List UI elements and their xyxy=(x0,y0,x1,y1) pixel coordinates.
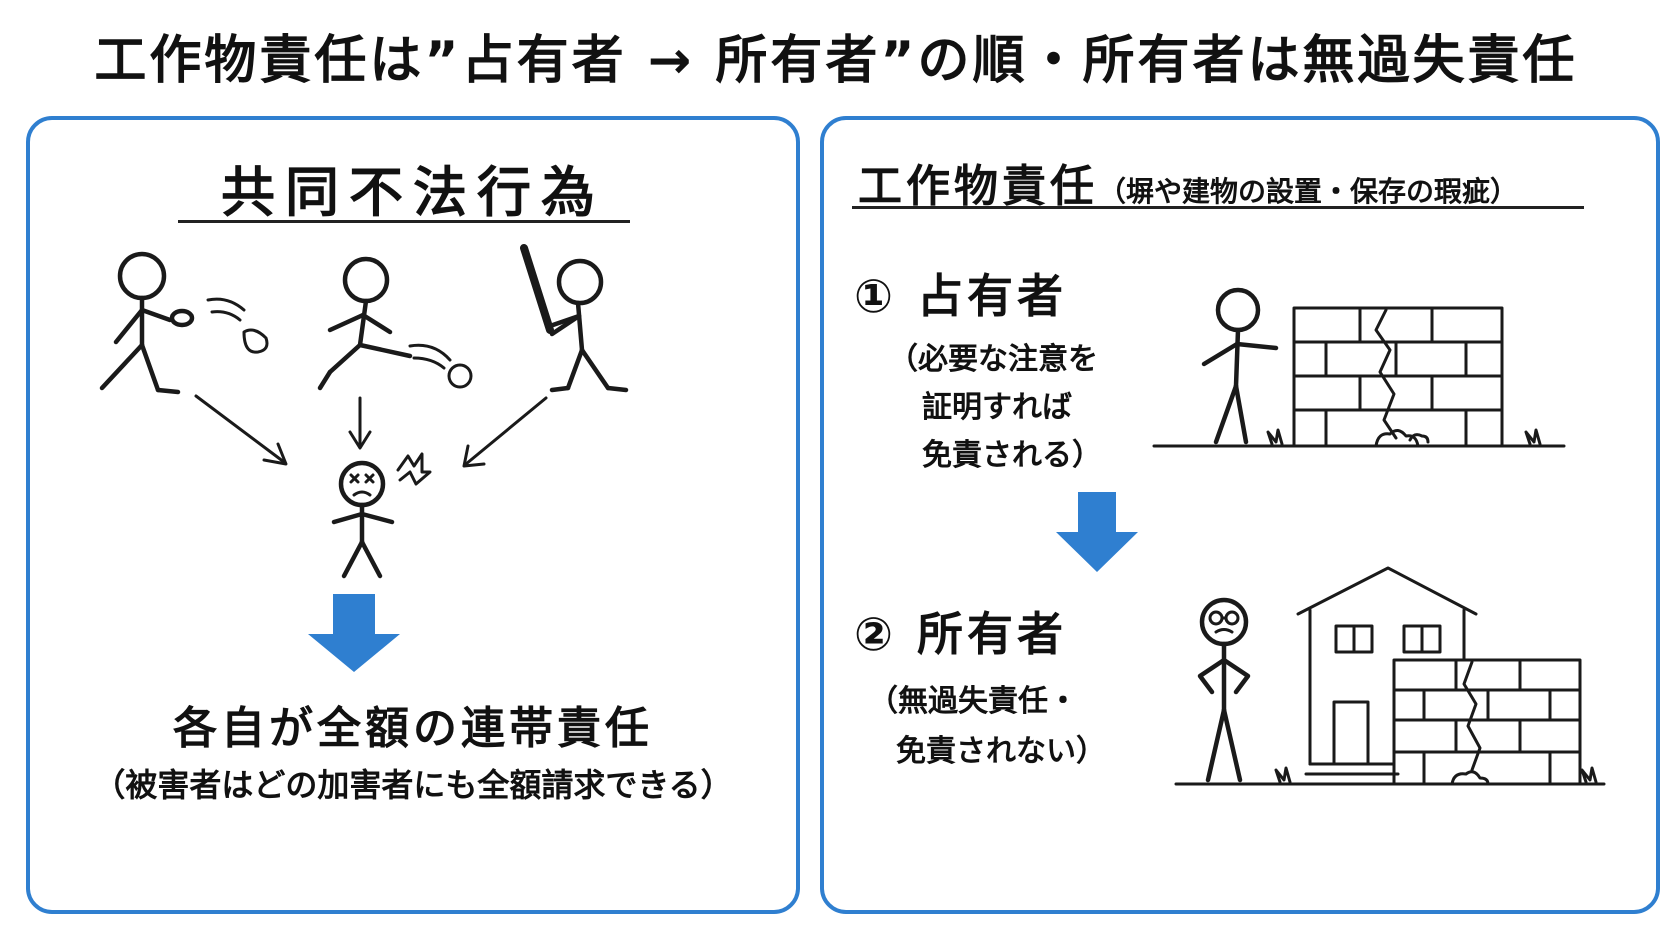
thrower-figure xyxy=(99,251,195,395)
joint-tort-heading: 共同不法行為 xyxy=(221,161,605,224)
victim-figure xyxy=(331,460,395,579)
kicker-figure xyxy=(317,256,413,391)
kicked-ball xyxy=(408,343,473,389)
joint-tort-panel: 共同不法行為 xyxy=(26,116,800,914)
page-title: 工作物責任は”占有者 → 所有者”の順・所有者は無過失責任 xyxy=(94,31,1578,91)
step1-note-line-3: 免責される） xyxy=(922,438,1102,473)
house-icon xyxy=(1296,566,1478,776)
joint-tort-result-note: （被害者はどの加害者にも全額請求できる） xyxy=(93,766,733,804)
result-down-arrow xyxy=(308,594,400,672)
structure-liability-heading: 工作物責任（塀や建物の設置・保存の瑕疵） xyxy=(858,150,1518,214)
step1-label: ① 占有者 xyxy=(854,269,1067,323)
occupant-figure xyxy=(1201,287,1279,445)
baseball-bat xyxy=(520,244,554,334)
arrow-from-thrower xyxy=(194,394,288,466)
impact-burst-icon xyxy=(396,452,432,486)
batter-figure xyxy=(547,258,629,393)
joint-tort-result: 各自が全額の連帯責任 xyxy=(173,703,653,754)
step1-note-line-2: 証明すれば xyxy=(922,390,1072,425)
owner-glasses-icon xyxy=(1208,610,1240,634)
grass-tuft-1 xyxy=(1266,428,1542,446)
step1-note-line-1: （必要な注意を xyxy=(888,342,1098,377)
step2-label: ② 所有者 xyxy=(854,607,1067,661)
structure-liability-heading-main: 工作物責任 xyxy=(858,161,1098,212)
grass-tuft-2 xyxy=(1274,766,1598,784)
occupant-to-owner-arrow xyxy=(1056,492,1138,572)
joint-tort-illustration xyxy=(99,244,629,672)
thrown-stone xyxy=(206,297,269,354)
victim-x-eyes xyxy=(349,473,375,497)
arrow-from-batter xyxy=(462,396,548,468)
structure-liability-heading-sub: （塀や建物の設置・保存の瑕疵） xyxy=(1098,175,1519,208)
structure-liability-panel: 工作物責任（塀や建物の設置・保存の瑕疵） ① 占有者 （必要な注意を 証明すれば… xyxy=(820,116,1660,914)
cracked-wall-1 xyxy=(1292,306,1504,448)
cracked-wall-2 xyxy=(1392,658,1582,786)
joint-tort-heading-underline xyxy=(178,220,630,223)
step2-note-line-1: （無過失責任・ xyxy=(868,684,1078,719)
owner-figure xyxy=(1197,597,1251,783)
arrow-from-kicker xyxy=(348,396,372,450)
structure-liability-illustration xyxy=(1056,287,1606,786)
step2-note-line-2: 免責されない） xyxy=(896,734,1106,769)
structure-liability-heading-underline xyxy=(852,206,1584,209)
